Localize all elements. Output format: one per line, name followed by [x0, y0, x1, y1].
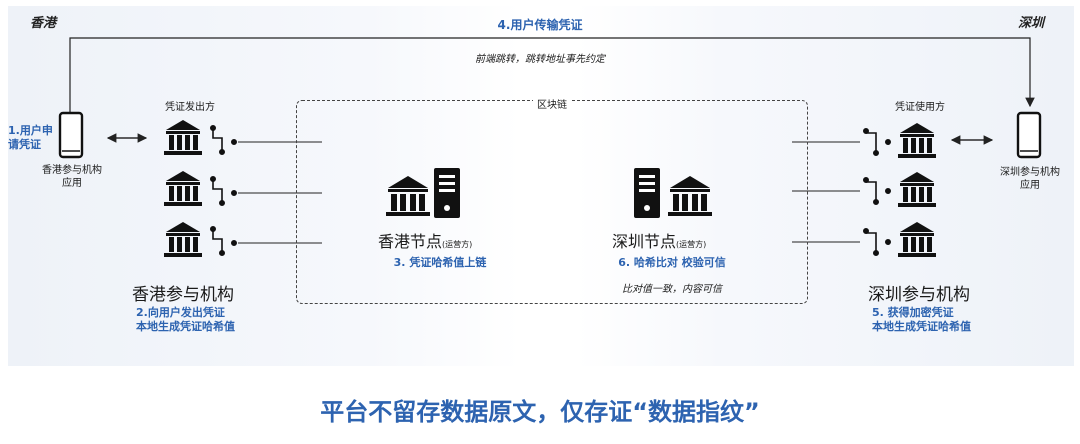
step4-title: 4.用户传输凭证	[497, 18, 583, 32]
issuer-bank-icon	[164, 120, 202, 155]
shenzhen-node-bank-icon	[668, 176, 712, 216]
network-branch-icon	[862, 228, 891, 257]
region-hongkong: 香港	[30, 16, 57, 31]
step6-note: 比对值一致，内容可信	[622, 284, 722, 295]
step5-label: 5. 获得加密凭证 本地生成凭证哈希值	[872, 306, 971, 334]
shenzhen-node-server-icon	[634, 168, 660, 218]
hongkong-node-title: 香港节点(运营方)	[378, 228, 472, 252]
shenzhen-node-title: 深圳节点(运营方)	[612, 228, 706, 252]
hongkong-app-label: 香港参与机构 应用	[28, 164, 116, 190]
user-bank-icon	[898, 222, 936, 257]
step1-line1: 1.用户申	[8, 124, 53, 137]
hongkong-app-line2: 应用	[62, 178, 82, 189]
region-shenzhen: 深圳	[1018, 16, 1045, 31]
step1-line2: 请凭证	[8, 138, 41, 151]
issuer-bank-icon	[164, 222, 202, 257]
step5-line1: 5. 获得加密凭证	[872, 306, 954, 319]
issuer-label: 凭证发出方	[165, 102, 215, 113]
footer-caption: 平台不留存数据原文，仅存证“数据指纹”	[320, 398, 760, 426]
network-branch-icon	[210, 176, 238, 207]
shenzhen-node-role: (运营方)	[676, 240, 707, 249]
network-branch-icon	[210, 226, 238, 257]
blockchain-label-wrap: 区块链	[520, 93, 584, 112]
issuer-bank-icon	[164, 171, 202, 206]
step5-line2: 本地生成凭证哈希值	[872, 320, 971, 333]
step1-label: 1.用户申 请凭证	[8, 124, 53, 152]
blockchain-box	[296, 100, 808, 304]
shenzhen-phone-icon	[1016, 111, 1042, 159]
transfer-route-line	[69, 37, 1035, 112]
hongkong-node-bank-icon	[386, 176, 430, 216]
step2-line2: 本地生成凭证哈希值	[136, 320, 235, 333]
step2-line1: 2.向用户发出凭证	[136, 306, 225, 319]
shenzhen-app-line2: 应用	[1020, 180, 1040, 191]
blockchain-label: 区块链	[533, 100, 571, 111]
step3-label: 3. 凭证哈希值上链	[393, 256, 487, 269]
shenzhen-node-name: 深圳节点	[612, 232, 677, 251]
hongkong-app-line1: 香港参与机构	[42, 165, 102, 176]
shenzhen-app-line1: 深圳参与机构	[1000, 167, 1060, 178]
hongkong-phone-icon	[58, 111, 84, 159]
network-branch-icon	[210, 125, 238, 156]
step4-subtitle: 前端跳转，跳转地址事先约定	[475, 54, 605, 65]
hongkong-node-server-icon	[434, 168, 460, 218]
network-branch-icon	[862, 128, 891, 157]
step2-label: 2.向用户发出凭证 本地生成凭证哈希值	[136, 306, 235, 334]
credential-user-label: 凭证使用方	[895, 102, 945, 113]
shenzhen-app-label: 深圳参与机构 应用	[986, 166, 1074, 192]
hongkong-node-name: 香港节点	[378, 232, 443, 251]
hongkong-node-role: (运营方)	[442, 240, 473, 249]
shenzhen-org-name: 深圳参与机构	[868, 285, 970, 305]
user-bank-icon	[898, 123, 936, 158]
network-branch-icon	[862, 177, 891, 206]
step6-label: 6. 哈希比对 校验可信	[618, 256, 726, 269]
hongkong-org-name: 香港参与机构	[132, 285, 234, 305]
user-bank-icon	[898, 172, 936, 207]
